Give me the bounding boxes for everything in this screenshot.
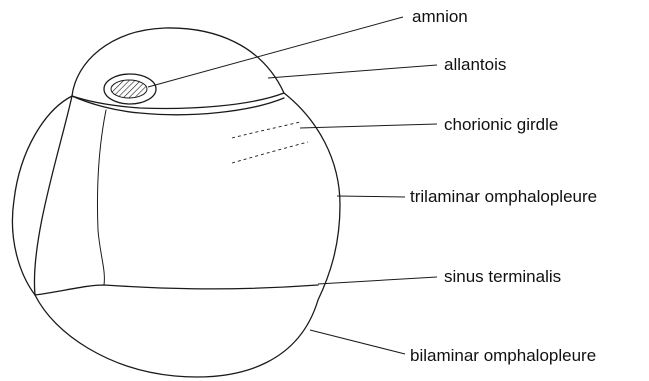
label-trilaminar-omphalopleure: trilaminar omphalopleure — [410, 187, 597, 206]
leader-sinus-terminalis — [318, 277, 437, 284]
chorionic-girdle-band — [72, 96, 284, 115]
sinus-terminalis-line — [35, 285, 318, 295]
label-allantois: allantois — [444, 55, 506, 74]
label-sinus-terminalis: sinus terminalis — [444, 267, 561, 286]
amnion-hatched — [111, 80, 147, 98]
allantois-outline — [72, 28, 284, 109]
leader-bilaminar-omphalopleure — [310, 330, 405, 354]
chorionic-girdle-dash-1 — [232, 122, 300, 138]
leader-trilaminar-omphalopleure — [337, 196, 405, 197]
chorionic-girdle-dash-2 — [232, 142, 308, 163]
leader-allantois — [268, 65, 437, 78]
label-bilaminar-omphalopleure: bilaminar omphalopleure — [410, 346, 596, 365]
leader-chorionic-girdle — [300, 124, 437, 128]
label-amnion: amnion — [412, 7, 468, 26]
label-chorionic-girdle: chorionic girdle — [444, 115, 558, 134]
central-seam — [97, 110, 106, 285]
